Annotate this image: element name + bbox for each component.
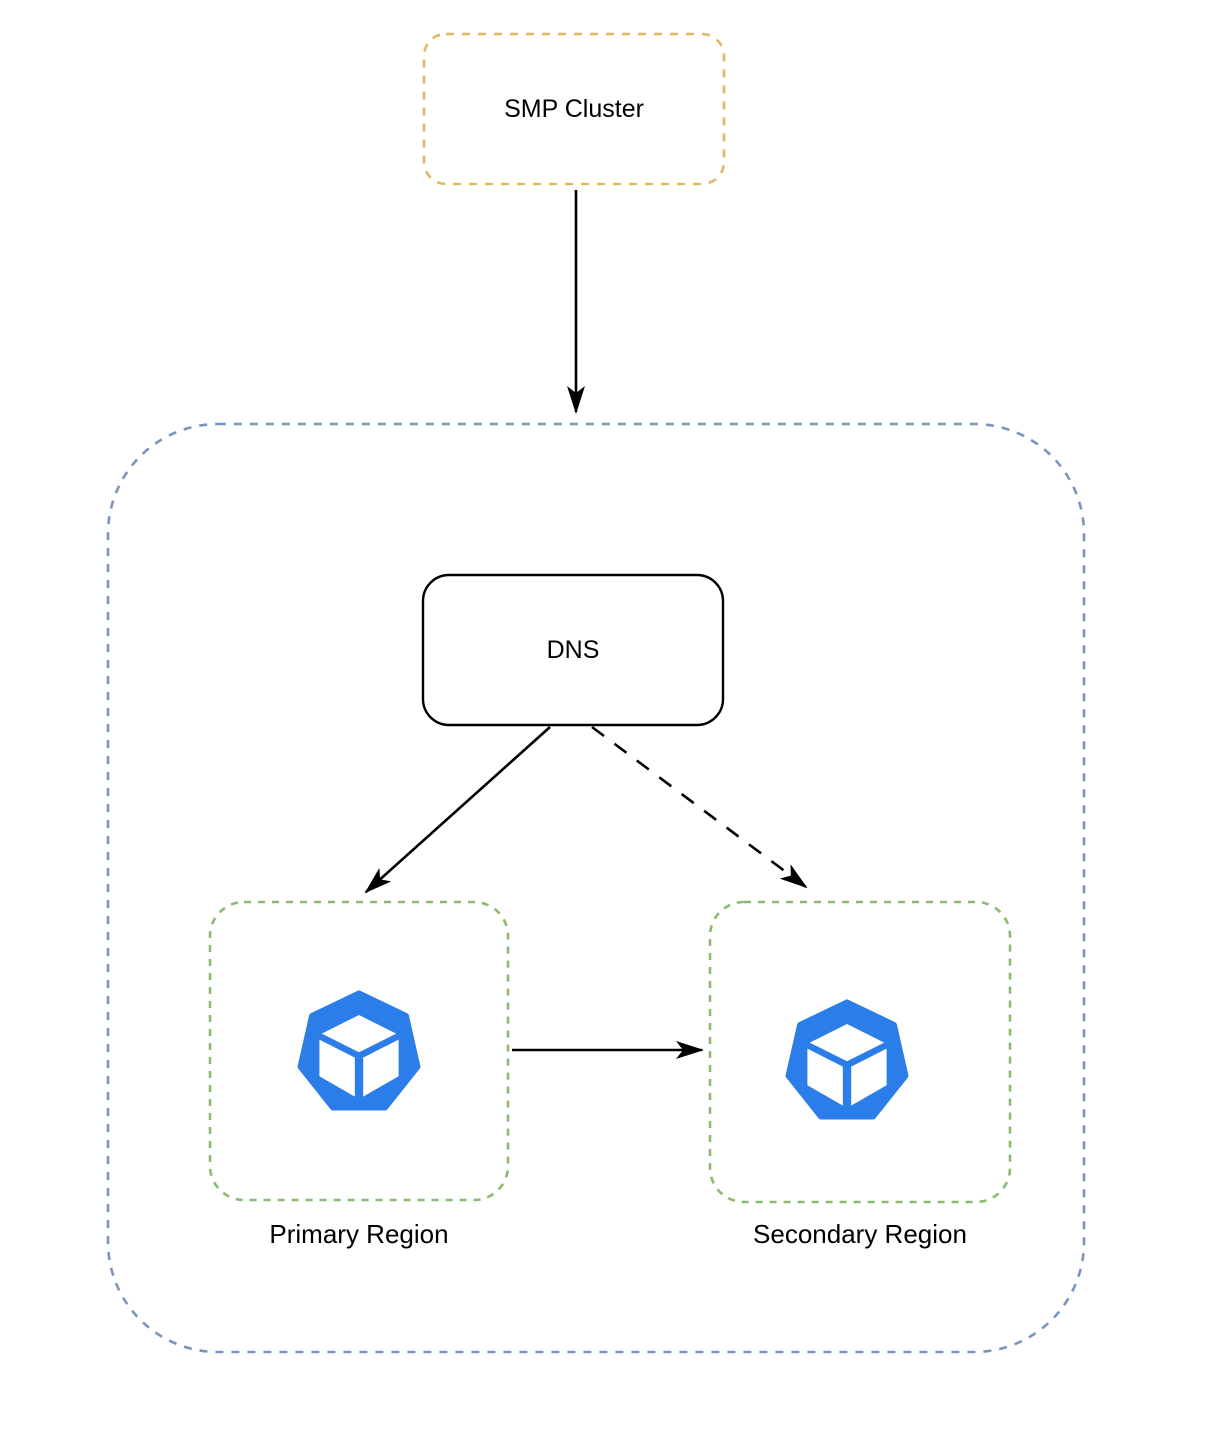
cube-left-face xyxy=(319,1039,355,1097)
regions-container-box xyxy=(106,422,1086,1354)
edge-dns-to-primary xyxy=(364,726,551,894)
cluster-cube-icon xyxy=(297,990,421,1111)
cube-right-face xyxy=(363,1039,399,1097)
cube-right-face xyxy=(851,1048,887,1106)
smp-cluster-box xyxy=(422,32,726,186)
dns-box xyxy=(421,573,725,727)
secondary-region-box xyxy=(708,900,1012,1204)
cube-left-face xyxy=(807,1048,843,1106)
cube-top-face xyxy=(809,1024,885,1062)
edge-dns-to-secondary xyxy=(591,725,808,889)
cube-top-face xyxy=(321,1015,397,1053)
primary-region-box xyxy=(208,900,510,1202)
cluster-cube-icon xyxy=(785,999,909,1120)
